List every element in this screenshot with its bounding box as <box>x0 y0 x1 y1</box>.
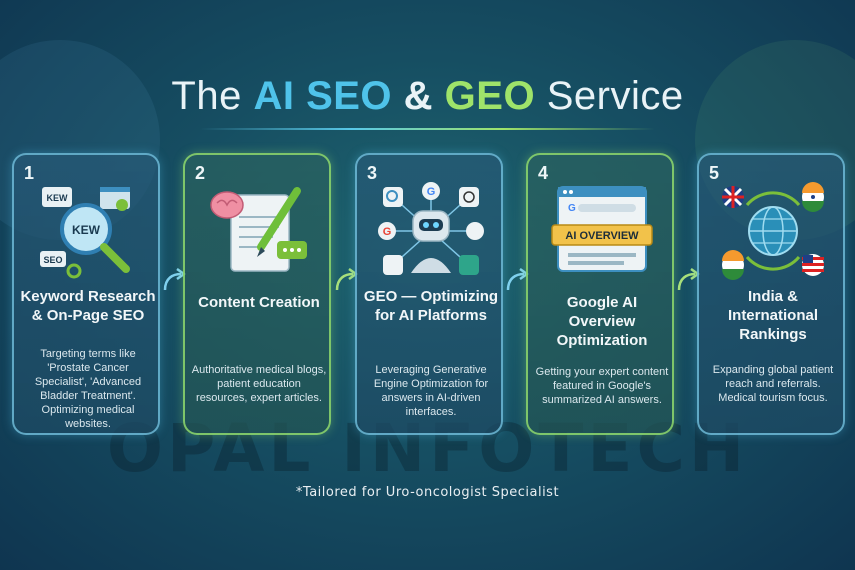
svg-text:G: G <box>568 203 576 214</box>
seo-tag-label: SEO <box>43 255 62 265</box>
card-number: 1 <box>24 163 35 183</box>
title-prefix: The <box>171 74 254 118</box>
card-title: Keyword Research & On-Page SEO <box>20 288 156 324</box>
browser-ai-overview-icon: G AI OVERVIEW <box>551 186 653 272</box>
card-description: Targeting terms like 'Prostate Cancer Sp… <box>34 348 142 430</box>
service-card-india-international: 5 India & International Rankings Expandi… <box>697 153 845 435</box>
title-ai-seo: AI SEO <box>253 74 393 118</box>
card-title: GEO — Optimizing for AI Platforms <box>363 288 499 324</box>
svg-text:G: G <box>383 226 392 238</box>
card-number: 2 <box>195 163 206 183</box>
card-title: India & International Rankings <box>727 288 818 343</box>
title-amp: & <box>392 74 445 118</box>
ai-overview-label: AI OVERVIEW <box>565 230 639 242</box>
kew-lens-label: KEW <box>72 223 101 237</box>
svg-text:G: G <box>427 186 436 198</box>
service-card-google-ai-overview: 4 G AI OVERVIEW Google AI Overview Optim… <box>526 153 674 435</box>
card-description: Leveraging Generative Engine Optimizatio… <box>373 364 489 418</box>
document-pen-icon <box>210 187 307 272</box>
title-suffix: Service <box>535 74 684 118</box>
magnifier-keyword-icon: KEW KEW SEO <box>40 187 130 279</box>
service-card-geo: 3 G G GEO — Optimizing for AI Platforms … <box>355 153 503 435</box>
service-card-content-creation: 2 Content Creation Authoritative medical… <box>183 153 331 435</box>
card-number: 3 <box>367 163 378 183</box>
card-number: 5 <box>709 163 720 183</box>
card-description: Authoritative medical blogs, patient edu… <box>191 364 327 404</box>
card-number: 4 <box>538 163 549 183</box>
kew-tag-label: KEW <box>47 193 69 203</box>
service-card-keyword-research: 1 KEW KEW SEO Keyword Research & On-Page… <box>12 153 160 435</box>
title-geo: GEO <box>444 74 536 118</box>
card-description: Expanding global patient reach and refer… <box>712 364 834 404</box>
card-description: Getting your expert content featured in … <box>535 366 669 406</box>
card-title: Google AI Overview Optimization <box>556 294 648 349</box>
globe-flags-icon <box>722 182 824 280</box>
card-title: Content Creation <box>198 294 320 311</box>
title-underline <box>200 128 655 130</box>
footer-note: *Tailored for Uro-oncologist Specialist <box>295 485 560 500</box>
page-title: The AI SEO & GEO Service <box>0 74 855 119</box>
ai-robot-icon: G G <box>378 182 484 275</box>
